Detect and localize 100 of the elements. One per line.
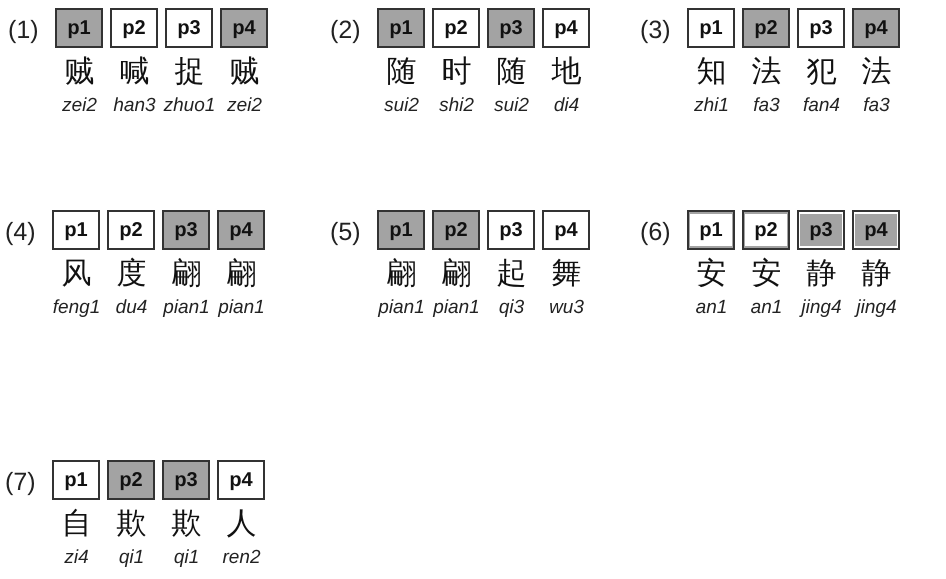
- chinese-character: 翩: [440, 259, 472, 289]
- pinyin-label: shi2: [438, 96, 475, 115]
- chinese-character: 时: [440, 57, 472, 87]
- position-label: p2: [745, 214, 787, 246]
- chinese-character: 喊: [118, 57, 150, 87]
- chinese-character: 安: [750, 259, 782, 289]
- syllable-box: [432, 210, 480, 250]
- position-label: p4: [554, 220, 578, 240]
- chinese-character: 安: [696, 259, 728, 289]
- pinyin-label: zei2: [226, 96, 263, 115]
- pinyin-label: han3: [112, 96, 157, 115]
- chinese-character: 贼: [228, 57, 260, 87]
- position-label: p2: [119, 220, 143, 240]
- position-label: p4: [232, 18, 256, 38]
- syllable-box: [107, 460, 155, 500]
- chinese-character: 风: [60, 259, 92, 289]
- position-label: p4: [229, 470, 253, 490]
- chinese-character: 随: [496, 57, 528, 87]
- pinyin-label: pian1: [432, 298, 481, 317]
- position-label: p1: [389, 18, 413, 38]
- pinyin-label: jing4: [798, 298, 843, 317]
- syllable-box: [52, 460, 100, 500]
- position-label: p1: [64, 470, 88, 490]
- syllable-box: [377, 210, 425, 250]
- chinese-character: 静: [806, 259, 838, 289]
- chinese-character: 欺: [116, 509, 148, 539]
- position-label: p3: [177, 18, 201, 38]
- position-label: p1: [64, 220, 88, 240]
- group-number: (1): [8, 16, 39, 45]
- position-label: p2: [444, 220, 468, 240]
- position-label: p2: [119, 470, 143, 490]
- pinyin-label: an1: [694, 298, 728, 317]
- group-number: (7): [5, 468, 36, 497]
- pinyin-label: du4: [114, 298, 148, 317]
- syllable-box: [377, 8, 425, 48]
- syllable-box: [852, 8, 900, 48]
- position-label: p1: [699, 18, 723, 38]
- pinyin-label: qi3: [498, 298, 526, 317]
- position-label: p3: [809, 18, 833, 38]
- pinyin-label: sui2: [493, 96, 530, 115]
- position-label: p4: [554, 18, 578, 38]
- pinyin-label: di4: [552, 96, 580, 115]
- position-label: p1: [690, 214, 732, 246]
- position-label: p1: [67, 18, 91, 38]
- pinyin-label: fan4: [802, 96, 841, 115]
- pinyin-label: sui2: [383, 96, 420, 115]
- pinyin-label: fa3: [862, 96, 891, 115]
- chinese-character: 人: [226, 509, 258, 539]
- chinese-character: 随: [386, 57, 418, 87]
- chinese-character: 法: [750, 57, 782, 87]
- syllable-box: [162, 460, 210, 500]
- position-label: p4: [229, 220, 253, 240]
- chinese-character: 捉: [174, 57, 206, 87]
- position-label: p2: [444, 18, 468, 38]
- pinyin-label: qi1: [172, 548, 200, 567]
- syllable-box: [542, 210, 590, 250]
- chinese-character: 法: [860, 57, 892, 87]
- pinyin-label: wu3: [548, 298, 585, 317]
- syllable-box: [432, 8, 480, 48]
- group-number: (2): [330, 16, 361, 45]
- chinese-character: 知: [696, 57, 728, 87]
- syllable-box: [217, 210, 265, 250]
- position-label: p3: [499, 220, 523, 240]
- position-label: p4: [855, 214, 897, 246]
- syllable-box: [487, 210, 535, 250]
- chinese-character: 欺: [170, 509, 202, 539]
- group-number: (3): [640, 16, 671, 45]
- position-label: p3: [800, 214, 842, 246]
- chinese-character: 度: [116, 259, 148, 289]
- syllable-box: [52, 210, 100, 250]
- syllable-box: [165, 8, 213, 48]
- pinyin-label: zi4: [63, 548, 90, 567]
- position-label: p4: [864, 18, 888, 38]
- syllable-box: [55, 8, 103, 48]
- position-label: p2: [122, 18, 146, 38]
- syllable-box: [542, 8, 590, 48]
- pinyin-label: fa3: [752, 96, 781, 115]
- syllable-box: [220, 8, 268, 48]
- group-number: (4): [5, 218, 36, 247]
- chinese-character: 静: [860, 259, 892, 289]
- syllable-box: [487, 8, 535, 48]
- pinyin-label: pian1: [162, 298, 211, 317]
- pinyin-label: zhi1: [693, 96, 730, 115]
- syllable-box: [162, 210, 210, 250]
- position-label: p3: [499, 18, 523, 38]
- pinyin-label: pian1: [376, 298, 426, 317]
- syllable-box: [217, 460, 265, 500]
- pinyin-label: ren2: [221, 548, 262, 567]
- chinese-character: 犯: [806, 57, 838, 87]
- chinese-character: 自: [60, 509, 92, 539]
- pinyin-label: zhuo1: [162, 96, 216, 115]
- syllable-box: [687, 8, 735, 48]
- pinyin-label: an1: [750, 298, 784, 317]
- chinese-character: 地: [550, 57, 582, 87]
- position-label: p1: [389, 220, 413, 240]
- chinese-character: 翩: [170, 259, 202, 289]
- position-label: p3: [174, 220, 198, 240]
- group-number: (6): [640, 218, 671, 247]
- pinyin-label: qi1: [118, 548, 146, 567]
- pinyin-label: feng1: [52, 298, 102, 317]
